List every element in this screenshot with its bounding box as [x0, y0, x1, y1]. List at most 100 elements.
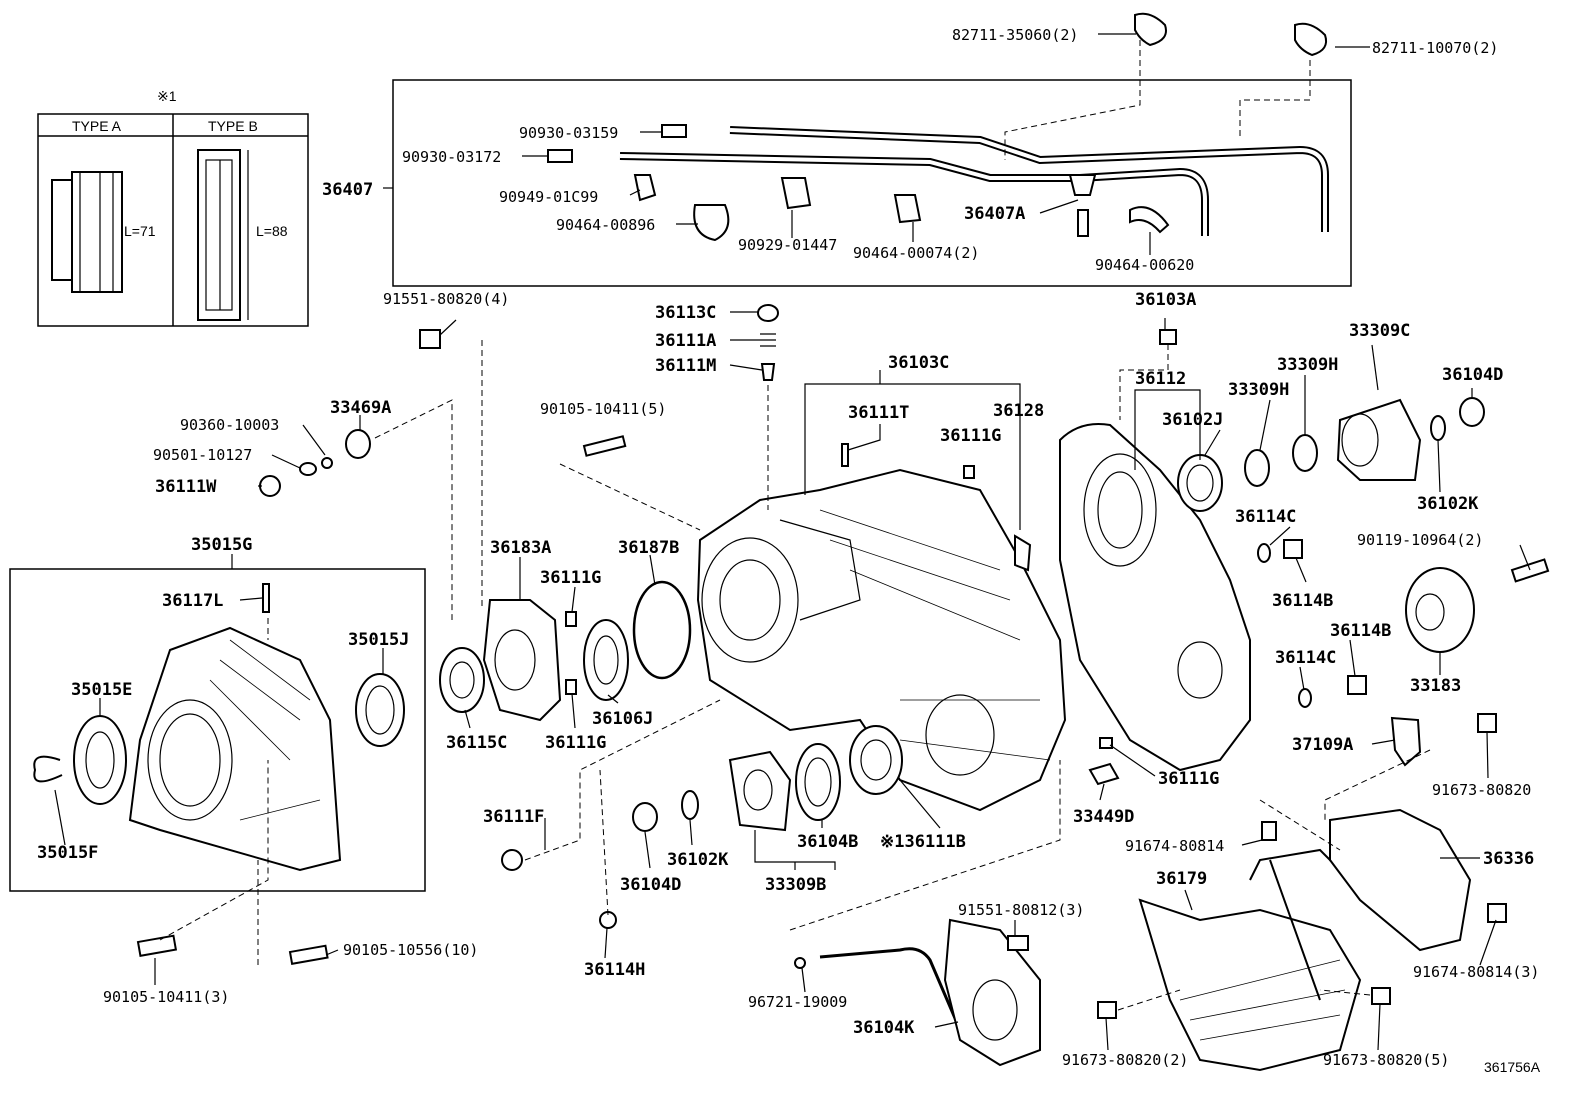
bolt-91673-80820-b: [1097, 1001, 1117, 1019]
inset-note-marker: ※1: [157, 88, 177, 104]
clip-90464-00620: [1129, 206, 1170, 234]
extension-housing-group: [9, 554, 426, 892]
diagram-id: 361756A: [1484, 1059, 1541, 1075]
label-91674-80814-b: 91674-80814(3): [1413, 963, 1539, 981]
bolt-90119-10964: [1510, 558, 1550, 583]
label-36187B: 36187B: [618, 538, 679, 558]
flange-33309C: [1336, 398, 1422, 481]
label-90105-10556: 90105-10556(10): [343, 941, 478, 959]
label-33183: 33183: [1410, 676, 1461, 696]
label-36106J: 36106J: [592, 709, 653, 729]
pin-36111T: [841, 443, 849, 467]
bolt-91551-80812: [1007, 935, 1029, 951]
bolt-90105-10556: [288, 944, 329, 965]
type-a-length: L=71: [124, 223, 156, 239]
label-36114B-b: 36114B: [1330, 621, 1391, 641]
type-a-label: TYPE A: [72, 118, 122, 134]
label-90464-00074: 90464-00074(2): [853, 244, 979, 262]
label-36111B: ※136111B: [880, 832, 966, 852]
rear-cover-group: [1059, 329, 1251, 772]
label-90105-10411-5: 90105-10411(5): [540, 400, 666, 418]
label-33309H-a: 33309H: [1228, 380, 1289, 400]
label-36102K-a: 36102K: [1417, 494, 1479, 514]
label-36104K: 36104K: [853, 1018, 915, 1038]
label-36103A: 36103A: [1135, 290, 1196, 310]
label-36179: 36179: [1156, 869, 1207, 889]
label-36111G-a: 36111G: [940, 426, 1001, 446]
label-91673-80820-c: 91673-80820(5): [1323, 1051, 1449, 1069]
hose-group-box: [383, 12, 1352, 287]
label-90360-10003: 90360-10003: [180, 416, 279, 434]
part-labels: 82711-35060(2) 82711-10070(2) 90930-0315…: [37, 26, 1541, 1075]
label-35015J: 35015J: [348, 630, 409, 650]
snap-ring-35015F: [33, 755, 63, 783]
nut-36104D-a: [1459, 397, 1485, 427]
label-36102K-b: 36102K: [667, 850, 729, 870]
label-36128: 36128: [993, 401, 1044, 421]
plug-36111F: [501, 849, 523, 871]
gasket-36114C-b: [1298, 688, 1312, 708]
bolt-90105-10411-5: [582, 435, 627, 457]
front-components: [259, 304, 1032, 722]
label-36183A: 36183A: [490, 538, 551, 558]
skid-plate-group: [1097, 749, 1507, 1072]
label-35015F: 35015F: [37, 843, 98, 863]
seal-36111B: [849, 725, 903, 795]
type-b-label: TYPE B: [208, 118, 258, 134]
type-inset: ※1 TYPE A TYPE B L=71 L=88: [37, 88, 309, 327]
spring-90501-10127: [299, 462, 317, 476]
label-90949-01C99: 90949-01C99: [499, 188, 598, 206]
label-36114C-a: 36114C: [1235, 507, 1296, 527]
seal-36102J: [1177, 454, 1223, 512]
seal-36115C: [439, 647, 485, 713]
seal-35015J: [355, 673, 405, 747]
clip-90464-00896: [693, 204, 730, 242]
label-96721-19009: 96721-19009: [748, 993, 847, 1011]
bolt-36103A: [1159, 329, 1177, 345]
label-36117L: 36117L: [162, 591, 223, 611]
plate-36106J: [583, 619, 629, 701]
label-35015G: 35015G: [191, 535, 252, 555]
label-36111G-c: 36111G: [545, 733, 606, 753]
clamp-82711-10070: [1294, 22, 1328, 57]
label-90119-10964: 90119-10964(2): [1357, 531, 1483, 549]
ball-36111M: [760, 363, 776, 381]
label-36114C-b: 36114C: [1275, 648, 1336, 668]
gasket-33449D: [1088, 762, 1120, 786]
label-33309H-b: 33309H: [1277, 355, 1338, 375]
bolt-91674-80814-a: [1261, 821, 1277, 841]
nut-36104D-b: [632, 802, 658, 832]
label-36114H: 36114H: [584, 960, 645, 980]
transfer-case-main: [696, 468, 1067, 812]
label-90464-00896: 90464-00896: [556, 216, 655, 234]
bearing-35015E: [73, 715, 127, 805]
label-36111F: 36111F: [483, 807, 544, 827]
pin-36111G-a: [963, 465, 975, 479]
label-90930-03172: 90930-03172: [402, 148, 501, 166]
case-36103C: [696, 468, 1067, 812]
label-90501-10127: 90501-10127: [153, 446, 252, 464]
flange-33309B: [728, 750, 792, 832]
pump-36183A: [482, 599, 562, 722]
bolt-90105-10411-3: [136, 934, 178, 957]
plug-36114B-b: [1347, 675, 1367, 695]
oring-36187B: [632, 580, 692, 680]
label-33469A: 33469A: [330, 398, 391, 418]
type-b-length: L=88: [256, 223, 288, 239]
bolt-91551-80820: [419, 329, 441, 349]
label-33309B: 33309B: [765, 875, 826, 895]
label-91674-80814-a: 91674-80814: [1125, 837, 1224, 855]
label-36111G-d: 36111G: [1158, 769, 1219, 789]
gasket-36114C-a: [1257, 543, 1271, 563]
label-82711-35060: 82711-35060(2): [952, 26, 1078, 44]
label-36111M: 36111M: [655, 356, 716, 376]
fitting-33469A: [345, 429, 371, 459]
label-36113C: 36113C: [655, 303, 716, 323]
clamp-82711-35060: [1134, 12, 1167, 47]
label-36407A: 36407A: [964, 204, 1025, 224]
spring-36111A: [760, 333, 776, 347]
hose-frame: [392, 79, 1352, 287]
label-36111A: 36111A: [655, 331, 716, 351]
label-33449D: 33449D: [1073, 807, 1134, 827]
label-36111G-b: 36111G: [540, 568, 601, 588]
